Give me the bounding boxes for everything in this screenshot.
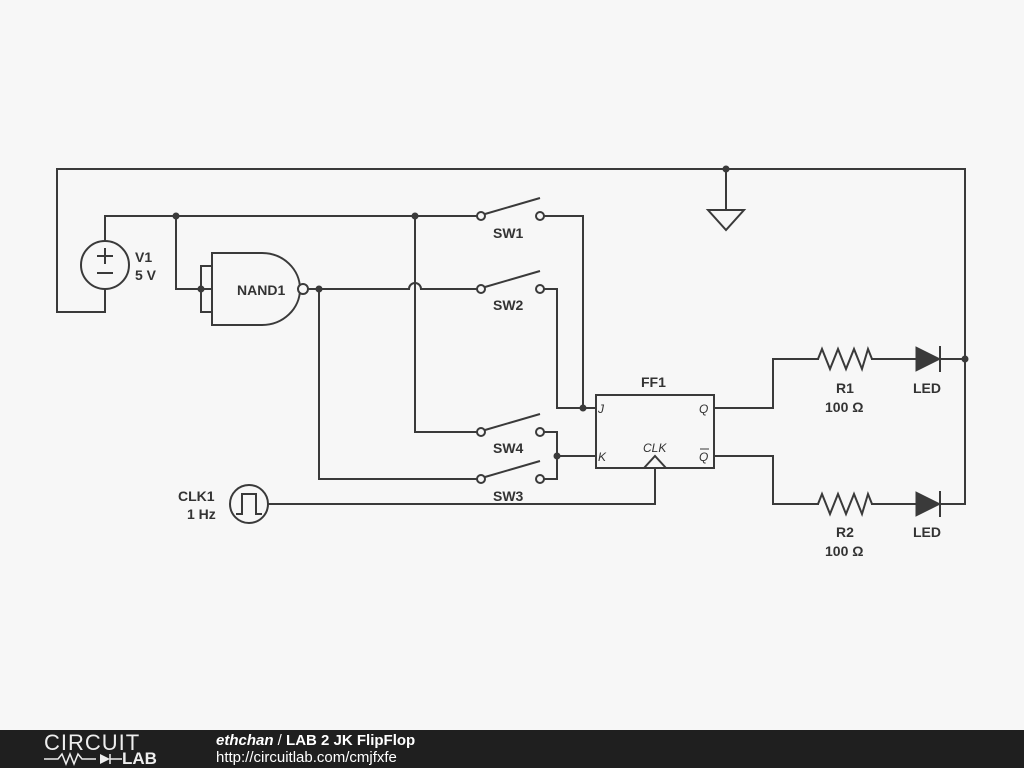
led-2: LED	[913, 491, 947, 540]
circuit-meta: ethchan / LAB 2 JK FlipFlop http://circu…	[216, 732, 415, 766]
sw2-name: SW2	[493, 297, 524, 313]
r2-value: 100 Ω	[825, 543, 863, 559]
circuit-title-line: ethchan / LAB 2 JK FlipFlop	[216, 732, 415, 749]
clk-value: 1 Hz	[187, 506, 216, 522]
led1-name: LED	[913, 380, 941, 396]
voltage-source-v1: V1 5 V	[80, 240, 157, 290]
v1-name: V1	[135, 249, 152, 265]
clk-name: CLK1	[178, 488, 215, 504]
v1-value: 5 V	[135, 267, 157, 283]
ff-pin-q: Q	[699, 402, 708, 416]
ff-pin-clk: CLK	[643, 441, 667, 455]
led2-name: LED	[913, 524, 941, 540]
author-link[interactable]: ethchan	[216, 732, 274, 749]
ff-name: FF1	[641, 374, 666, 390]
junctions	[172, 165, 969, 460]
r2-name: R2	[836, 524, 854, 540]
logo-text-bottom: LAB	[122, 749, 157, 768]
logo-wave-icon	[44, 752, 122, 766]
switch-sw1: SW1	[476, 197, 545, 241]
r1-name: R1	[836, 380, 854, 396]
ff-pin-qbar: Q	[699, 450, 708, 464]
nand-name: NAND1	[237, 282, 285, 298]
sw3-name: SW3	[493, 488, 524, 504]
led-1: LED	[913, 346, 947, 396]
circuit-url[interactable]: http://circuitlab.com/cmjfxfe	[216, 749, 397, 766]
switch-sw3: SW3	[476, 460, 545, 504]
ff-pin-k: K	[598, 450, 607, 464]
nand-gate: NAND1	[200, 252, 309, 326]
ground-symbol	[705, 209, 747, 232]
resistor-r1: R1 100 Ω	[817, 345, 873, 415]
r1-value: 100 Ω	[825, 399, 863, 415]
ff-pin-j: J	[597, 402, 605, 416]
footer-bar: CIRCUIT LAB ethchan / LAB 2 JK FlipFlop …	[0, 730, 1024, 768]
title-separator: /	[273, 732, 287, 749]
switch-sw4: SW4	[476, 413, 545, 456]
circuit-title: LAB 2 JK FlipFlop	[286, 732, 416, 749]
resistor-r2: R2 100 Ω	[817, 490, 873, 559]
switch-sw2: SW2	[476, 270, 545, 313]
jk-flipflop: FF1 J K CLK Q Q	[595, 374, 715, 469]
logo-text-top: CIRCUIT	[44, 730, 141, 755]
sw1-name: SW1	[493, 225, 524, 241]
clock-source-clk1: CLK1 1 Hz	[178, 484, 269, 524]
sw4-name: SW4	[493, 440, 524, 456]
circuitlab-logo[interactable]: CIRCUIT LAB	[44, 732, 174, 768]
